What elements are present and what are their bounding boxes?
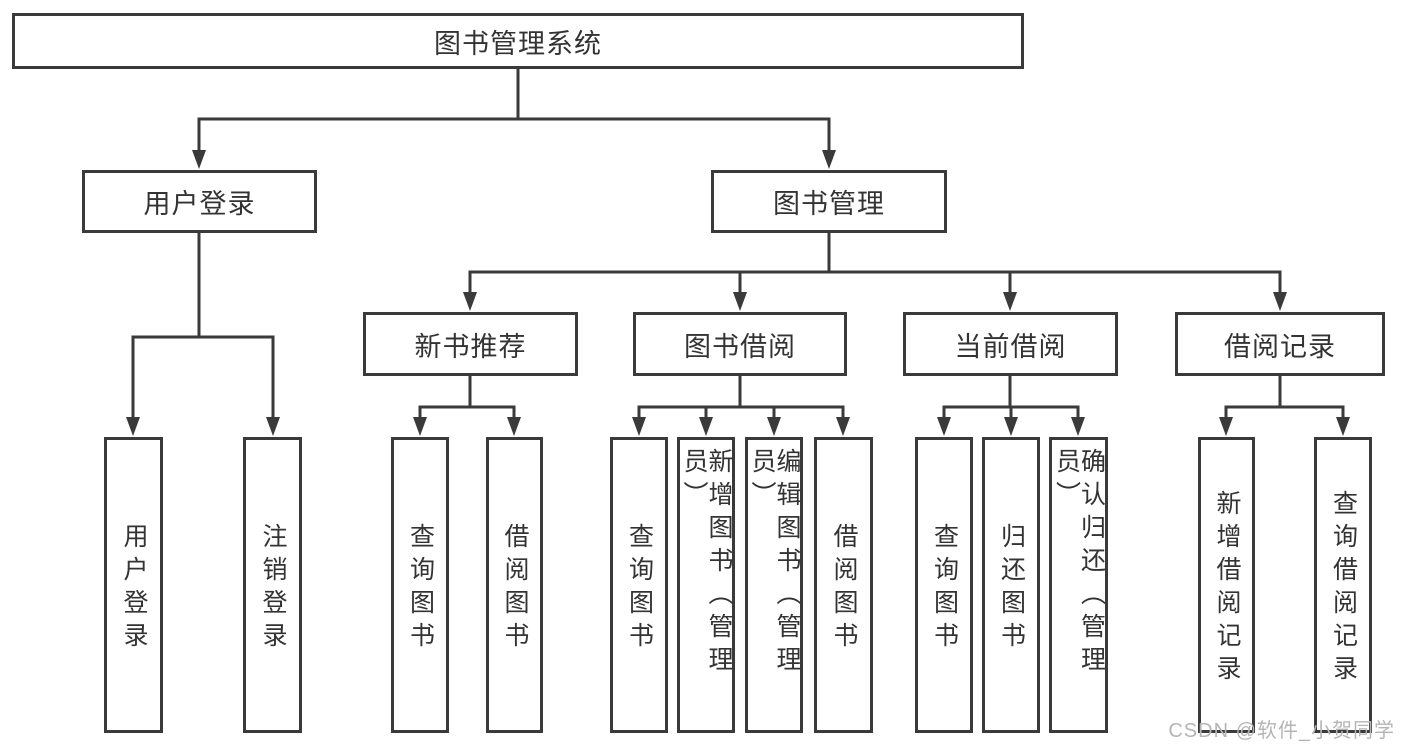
node-current-borrow: 当前借阅 <box>903 312 1118 376</box>
leaf-logout-login: 注销登录 <box>243 437 302 733</box>
node-new-book-recommend: 新书推荐 <box>363 312 578 376</box>
leaf-borrow-query-books: 查询图书 <box>610 437 668 733</box>
csdn-watermark: CSDN @软件_小贺同学 <box>1168 720 1395 742</box>
leaf-user-login: 用户登录 <box>104 437 163 733</box>
node-book-borrow: 图书借阅 <box>633 312 847 376</box>
node-borrow-records: 借阅记录 <box>1175 312 1385 376</box>
leaf-recommend-query-books: 查询图书 <box>391 437 449 733</box>
leaf-recommend-borrow-books: 借阅图书 <box>486 437 543 733</box>
node-book-management: 图书管理 <box>711 170 947 233</box>
leaf-add-books-admin: 新增图书（管理员） <box>677 437 735 733</box>
node-user-login: 用户登录 <box>82 170 317 233</box>
node-root-library-system: 图书管理系统 <box>12 13 1024 69</box>
leaf-confirm-return-admin: 确认归还（管理员） <box>1049 437 1108 733</box>
leaf-query-borrow-record: 查询借阅记录 <box>1314 437 1372 733</box>
leaf-add-borrow-record: 新增借阅记录 <box>1198 437 1255 733</box>
leaf-return-books: 归还图书 <box>982 437 1040 733</box>
leaf-current-query-books: 查询图书 <box>915 437 973 733</box>
leaf-edit-books-admin: 编辑图书（管理员） <box>745 437 803 733</box>
leaf-borrow-books: 借阅图书 <box>814 437 873 733</box>
